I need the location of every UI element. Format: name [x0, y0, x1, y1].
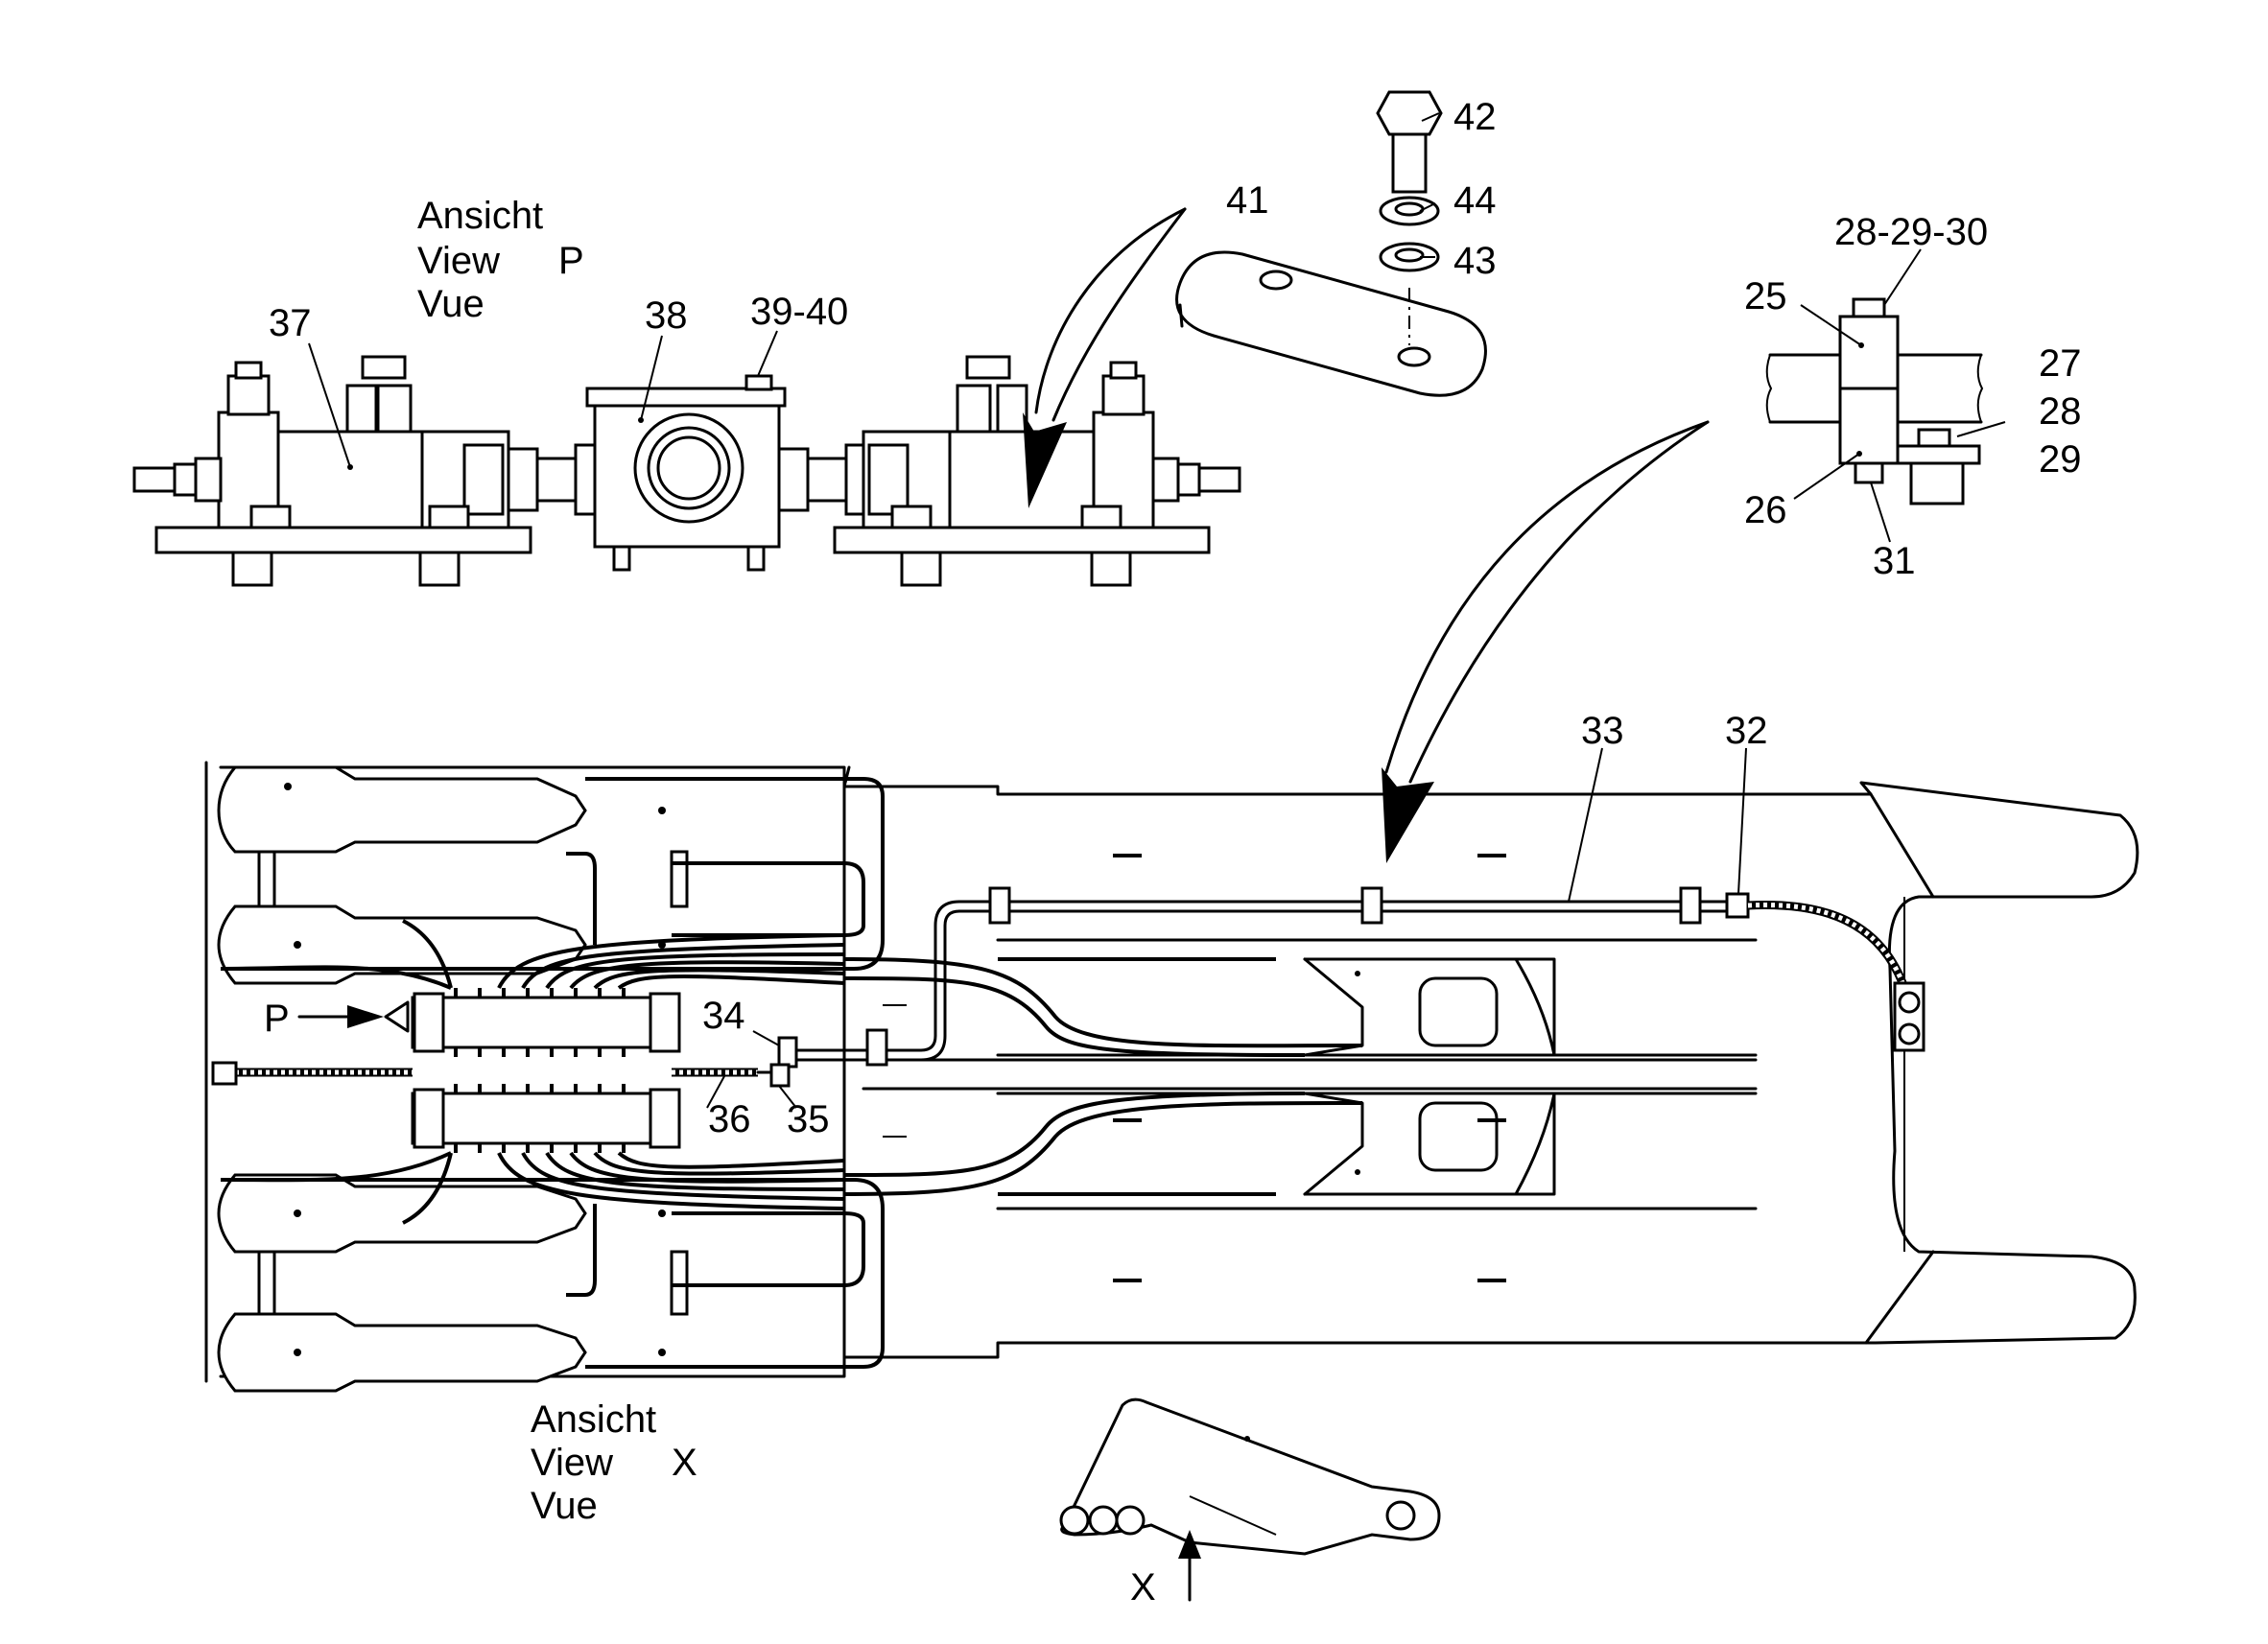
view-p-vue: Vue	[417, 283, 484, 325]
callout-29: 29	[2039, 438, 2082, 481]
callout-42: 42	[1453, 96, 1497, 138]
x-marker-label: X	[1130, 1566, 1156, 1609]
view-x-letter: X	[672, 1442, 697, 1484]
callout-41: 41	[1226, 179, 1269, 222]
view-p-letter: P	[558, 240, 584, 282]
callout-33: 33	[1581, 710, 1624, 752]
view-x-arrow	[1178, 1530, 1201, 1602]
view-x-view: View	[531, 1442, 613, 1484]
callout-35: 35	[787, 1098, 830, 1140]
callout-28: 28	[2039, 390, 2082, 433]
clamp-detail	[1765, 297, 1984, 505]
view-p-assembly	[132, 355, 1241, 587]
callout-27: 27	[2039, 342, 2082, 385]
plate-bolt-detail	[1175, 90, 1487, 397]
callout-31: 31	[1873, 540, 1916, 582]
callout-43: 43	[1453, 240, 1497, 282]
callout-28-29-30: 28-29-30	[1834, 211, 1988, 253]
view-p-arrow	[297, 1000, 410, 1033]
main-chassis	[204, 761, 2139, 1393]
leader-lines	[308, 112, 2006, 1109]
view-x-vue: Vue	[531, 1485, 598, 1527]
callout-37: 37	[269, 302, 312, 344]
pointer-arrows	[1023, 207, 1710, 863]
callout-32: 32	[1725, 710, 1768, 752]
view-x-profile	[1059, 1397, 1441, 1556]
callout-44: 44	[1453, 179, 1497, 222]
labels: Ansicht View P Vue Ansicht View X Vue P …	[264, 96, 2082, 1609]
view-p-view: View	[417, 240, 500, 282]
view-x-ansicht: Ansicht	[531, 1398, 656, 1441]
callout-38: 38	[645, 294, 688, 337]
callout-26: 26	[1744, 489, 1787, 531]
callout-39-40: 39-40	[750, 291, 848, 333]
callout-34: 34	[702, 995, 745, 1037]
callout-25: 25	[1744, 275, 1787, 317]
p-marker-label: P	[264, 998, 290, 1040]
callout-36: 36	[708, 1098, 751, 1140]
view-p-ansicht: Ansicht	[417, 195, 543, 237]
